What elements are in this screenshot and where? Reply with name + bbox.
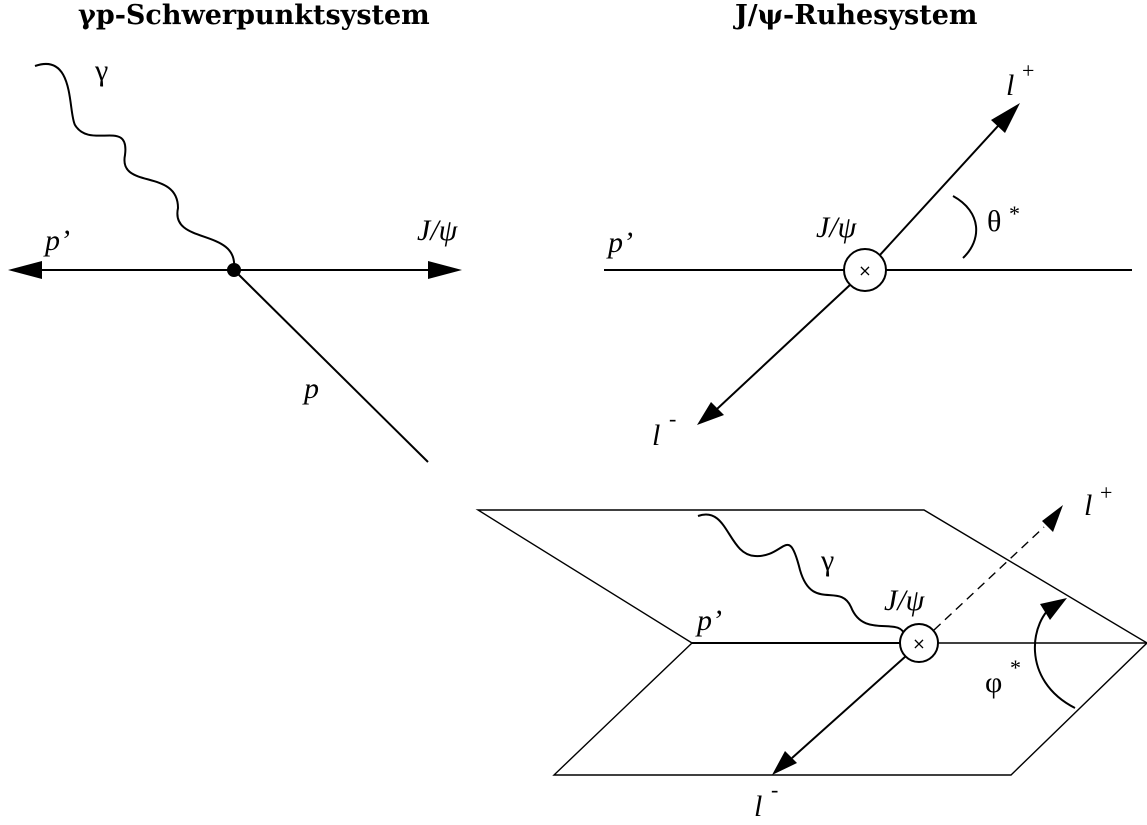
bottom-proton-out-label: p’ <box>695 604 722 637</box>
theta-star: * <box>1009 201 1020 226</box>
production-plane <box>475 509 1147 644</box>
bottom-photon-wavy-line <box>697 513 906 637</box>
vertex-dot <box>227 263 241 277</box>
decay-plane <box>552 642 1147 776</box>
photon-wavy-line <box>34 62 236 269</box>
proton-out-label: p’ <box>43 224 70 257</box>
bottom-lepton-plus-arrowhead <box>1042 505 1063 532</box>
photon-label: γ <box>94 54 108 87</box>
jpsi-arrowhead <box>428 261 462 279</box>
lepton-plus-dashed-line <box>933 526 1045 631</box>
bottom-jpsi-label: J/ψ <box>884 584 926 617</box>
phi-arrowhead <box>1040 598 1067 620</box>
phi-star: * <box>1010 655 1021 680</box>
lepton-plus-charge: + <box>1022 58 1034 83</box>
bottom-jpsi-vertex-circle <box>899 623 939 663</box>
title-cms-frame: γp-Schwerpunktsystem <box>78 0 430 31</box>
jpsi-cross-symbol: × <box>858 261 871 280</box>
proton-in-label: p <box>302 372 319 405</box>
planes-diagram: × l + γ J/ψ p’ φ * l - <box>475 480 1147 823</box>
rest-jpsi-label: J/ψ <box>816 211 858 244</box>
jpsi-vertex-circle <box>843 248 887 292</box>
bottom-lepton-minus-charge: - <box>771 777 778 802</box>
proton-out-arrowhead <box>8 261 42 279</box>
bottom-lepton-plus-charge: + <box>1100 480 1112 505</box>
phi-label: φ <box>985 666 1002 699</box>
lepton-plus-arrowhead <box>991 103 1020 133</box>
bottom-lepton-minus-line <box>791 655 907 759</box>
rest-frame-diagram: × l + θ * p’ J/ψ l - <box>604 58 1132 452</box>
lepton-minus-charge: - <box>669 406 676 431</box>
lepton-minus-label: l <box>652 419 660 452</box>
bottom-jpsi-cross-symbol: × <box>912 634 925 653</box>
lepton-minus-line <box>716 283 852 410</box>
lepton-minus-arrowhead <box>697 402 724 425</box>
proton-in-line <box>233 269 429 463</box>
rest-proton-out-label: p’ <box>606 226 633 259</box>
phi-angle-arc <box>1033 603 1076 709</box>
theta-label: θ <box>987 205 1001 238</box>
theta-angle-arc <box>952 195 978 259</box>
jpsi-label: J/ψ <box>417 214 459 247</box>
bottom-lepton-minus-label: l <box>754 790 762 823</box>
title-rest-frame: J/ψ-Ruhesystem <box>733 0 977 31</box>
lepton-plus-label: l <box>1006 69 1014 102</box>
bottom-lepton-plus-label: l <box>1084 489 1092 522</box>
bottom-photon-label: γ <box>820 544 834 577</box>
lepton-plus-line <box>878 125 999 257</box>
cms-diagram: γ p’ J/ψ p <box>8 54 462 463</box>
bottom-lepton-minus-arrowhead <box>772 751 797 775</box>
